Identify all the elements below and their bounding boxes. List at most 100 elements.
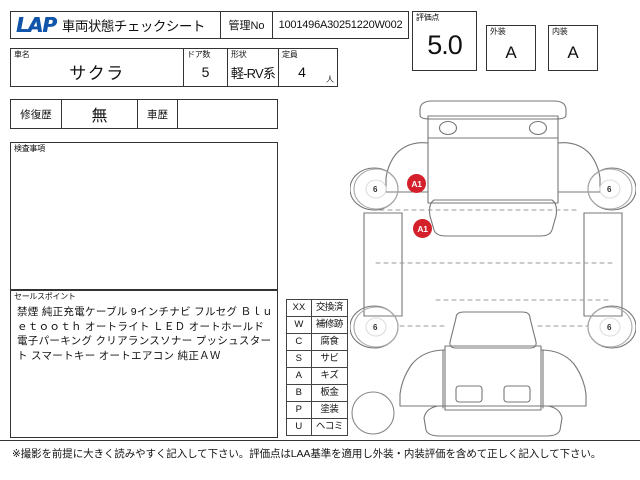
lap-logo: LAP: [16, 13, 57, 37]
legend-code: P: [286, 401, 312, 419]
door-count-value: 5: [201, 64, 210, 80]
door-count-label: ドア数: [187, 50, 211, 59]
wheel-rear-right-hub: [599, 179, 621, 199]
rear-lamp-right: [528, 120, 548, 136]
mgmt-no-label-cell: 管理No: [221, 11, 273, 39]
legend-code: B: [286, 384, 312, 402]
damage-marker-a1-upper: A1: [407, 174, 426, 193]
rear-left-fender: [385, 142, 429, 193]
wheel-value-rear-right: 6: [607, 185, 612, 194]
vehicle-diagram: 6 6 6 6 A1 A1: [350, 88, 636, 438]
spare-tire-circle: [351, 391, 395, 435]
sheet-title-box: LAP 車両状態チェックシート: [10, 11, 221, 39]
wheel-value-rear-left: 6: [373, 185, 378, 194]
legend-description: 腐食: [310, 333, 349, 351]
repair-history-label: 修復歴: [20, 108, 52, 121]
legend-code: C: [286, 333, 312, 351]
vehicle-diagram-svg: [350, 100, 636, 437]
legend-code: S: [286, 350, 312, 368]
headlight-left: [455, 385, 483, 403]
page-title: 車両状態チェックシート: [61, 19, 206, 34]
exterior-grade-box: 外装 A: [486, 25, 536, 71]
sales-point-body: 禁煙 純正充電ケーブル 9インチナビ フルセグ Ｂｌｕｅｔｏｏｔｈ オートライト…: [17, 306, 273, 362]
wheel-front-right-hub: [599, 317, 621, 337]
damage-marker-a1-lower: A1: [413, 219, 432, 238]
legend-code: A: [286, 367, 312, 385]
interior-grade-box: 内装 A: [548, 25, 598, 71]
headlight-right: [503, 385, 531, 403]
front-right-fender: [540, 349, 587, 407]
right-side-panel: [583, 212, 623, 317]
wheel-rear-right-inner: [587, 168, 633, 210]
body-shape-cell: 形状 軽-RV系: [228, 48, 279, 87]
wheel-front-right-inner: [587, 306, 633, 348]
footer-note: ※撮影を前提に大きく読みやすく記入して下さい。評価点はLAA基準を適用し外装・内…: [12, 448, 602, 460]
wheel-front-left-hub: [365, 317, 387, 337]
rear-bumper: [428, 199, 558, 237]
rear-lamp-left: [438, 120, 458, 136]
car-name-value: サクラ: [69, 64, 125, 83]
rear-body-panel: [427, 137, 559, 204]
front-left-fender: [399, 349, 446, 407]
legend-description: 交換済: [310, 299, 349, 317]
legend-code: W: [286, 316, 312, 334]
mgmt-no-value-cell: 1001496A30251220W002: [273, 11, 409, 39]
footer-divider: [0, 440, 640, 441]
rear-right-fender: [557, 142, 601, 193]
legend-description: サビ: [310, 350, 349, 368]
wheel-rear-left-hub: [365, 179, 387, 199]
wheel-front-left-inner: [353, 306, 399, 348]
legend-description: 板金: [310, 384, 349, 402]
car-name-label: 車名: [14, 50, 30, 59]
inspection-notes-box: 検査事項: [10, 142, 278, 290]
legend-code: XX: [286, 299, 312, 317]
door-count-cell: ドア数 5: [184, 48, 228, 87]
interior-grade-value: A: [567, 42, 579, 62]
legend-description: 補修跡: [310, 316, 349, 334]
score-value: 5.0: [427, 30, 463, 60]
mgmt-no-value: 1001496A30251220W002: [278, 19, 403, 31]
body-shape-label: 形状: [231, 50, 247, 59]
seat-capacity-label: 定員: [282, 50, 298, 59]
car-history-label-cell: 車歴: [138, 99, 178, 129]
score-box: 評価点 5.0: [412, 11, 477, 71]
front-windshield: [449, 311, 537, 349]
repair-history-value: 無: [91, 108, 108, 125]
legend-code: U: [286, 418, 312, 436]
car-history-value: [178, 100, 277, 128]
repair-history-value-cell: 無: [62, 99, 138, 129]
front-bumper: [423, 405, 563, 437]
legend-description: 塗装: [310, 401, 349, 419]
mgmt-no-label: 管理No: [228, 20, 265, 32]
seat-capacity-value: 4: [298, 64, 306, 80]
interior-label: 内装: [552, 27, 568, 36]
seat-capacity-unit: 人: [326, 75, 334, 84]
inspection-notes-label: 検査事項: [14, 144, 45, 153]
sales-point-label: セールスポイント: [14, 292, 76, 301]
repair-history-label-cell: 修復歴: [10, 99, 62, 129]
score-label: 評価点: [416, 13, 440, 22]
car-history-label: 車歴: [147, 108, 168, 121]
rear-spoiler: [419, 100, 567, 120]
car-history-value-cell: [178, 99, 278, 129]
wheel-value-front-left: 6: [373, 323, 378, 332]
left-side-panel: [363, 212, 403, 317]
wheel-rear-left-inner: [353, 168, 399, 210]
wheel-value-front-right: 6: [607, 323, 612, 332]
front-body-panel: [444, 345, 542, 411]
car-name-cell: 車名 サクラ: [10, 48, 184, 87]
legend-description: キズ: [310, 367, 349, 385]
wheel-group: [350, 167, 636, 349]
guide-lines: [371, 209, 613, 327]
seat-capacity-cell: 定員 4 人: [279, 48, 338, 87]
